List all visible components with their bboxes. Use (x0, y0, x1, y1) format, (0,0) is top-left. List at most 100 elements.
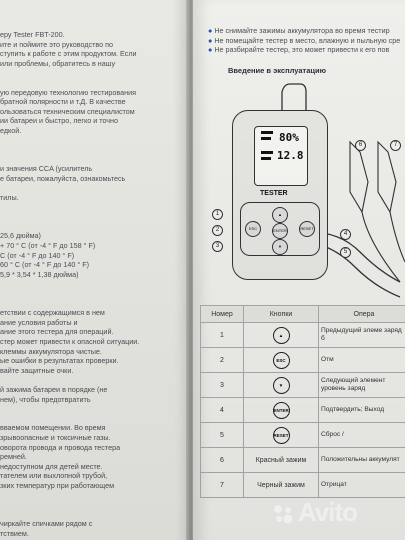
esc-button: ESC (245, 221, 261, 237)
row-description: Сброс / (318, 422, 405, 448)
left-page-line: 5,9 * 3,54 * 1,38 дюйма) (0, 269, 79, 279)
column-header: Номер (200, 305, 244, 323)
down-button: ▼ (272, 239, 288, 255)
left-page-line: зрывоопасные и токсичные газы. (0, 432, 111, 442)
row-description: Следующий элемент уровень заряд (318, 372, 405, 398)
callout-3: 3 (212, 241, 223, 252)
callout-4: 4 (340, 229, 351, 240)
row-number: 6 (200, 447, 244, 473)
row-key: Красный зажим (243, 447, 319, 473)
left-page-line: зких температур при работающем (0, 480, 115, 490)
left-page-line: + 70 ° C (от -4 ° F до 158 ° F) (0, 241, 96, 251)
table-row: 7 Черный зажим Отрицат (200, 472, 405, 498)
left-page-line (0, 375, 139, 385)
reset-button: RESET (299, 221, 315, 237)
left-page-line (0, 184, 139, 194)
left-page-line: чиркайте спичками рядом с (0, 519, 93, 529)
row-description: Подтвердить; Выход (318, 397, 405, 423)
table-row: 1 ▲ Предыдущий элеме заряд б (200, 322, 405, 348)
left-page-line: тствием. (0, 528, 29, 538)
lcd-bar (261, 157, 271, 160)
avito-watermark: Avito (298, 497, 358, 527)
left-page-line: ользоваться техническим специалистом (0, 106, 135, 116)
left-page-line: етствии с содержащимся в нем (0, 308, 105, 318)
row-number: 4 (200, 397, 244, 423)
left-page-line (0, 222, 139, 232)
lcd-bar (261, 151, 273, 154)
lcd-bar (261, 131, 273, 134)
buttons-table: Номер Кнопки Опера 1 ▲ Предыдущий элеме … (200, 305, 405, 498)
left-page-line: С (от -4 ° F до 140 ° F) (0, 250, 75, 260)
row-description: Предыдущий элеме заряд б (318, 322, 405, 348)
table-row: 2 ESC Отм (200, 347, 405, 373)
warning-item: ● Не помещайте тестер в место, влажную и… (208, 35, 401, 45)
left-page-line: ите и поймите это руководство по (0, 39, 114, 49)
warning-item: ● Не снимайте зажимы аккумулятора во вре… (208, 26, 390, 35)
left-page-line (0, 491, 139, 501)
left-page-line: тилы. (0, 193, 19, 203)
row-key: ESC (243, 347, 319, 373)
esc-icon: ESC (272, 351, 290, 369)
left-page-line: ую передовую технологию тестирования (0, 87, 137, 97)
left-page-line: и значения CCA (усилитель (0, 164, 93, 174)
row-description: Положительны аккумулят (318, 447, 405, 473)
reset-icon: RESET (272, 426, 290, 444)
table-header-row: Номер Кнопки Опера (200, 305, 405, 323)
left-page-line: оворота провода и провода тестера (0, 442, 121, 452)
warning-item: ● Не разбирайте тестер, это может привес… (208, 45, 390, 55)
left-page-text: еру Tester FBT-200.ите и поймите это рук… (0, 30, 139, 538)
row-key: ▼ (243, 372, 319, 398)
callout-2: 2 (212, 225, 223, 236)
button-pad: ESC ▲ ENTER ▼ RESET (240, 202, 320, 256)
table-row: 4 ENTER Подтвердить; Выход (200, 397, 405, 423)
tester-brand: TESTER (260, 190, 288, 197)
left-page-line (0, 414, 139, 424)
row-number: 3 (200, 372, 244, 398)
left-page-line (0, 78, 139, 88)
row-number: 2 (200, 347, 244, 373)
row-description: Отм (318, 347, 405, 373)
left-page-line: ание этого тестера для операций. (0, 327, 114, 337)
left-page-line: еру Tester FBT-200. (0, 30, 65, 39)
left-page-line (0, 500, 139, 510)
table-row: 5 RESET Сброс / (200, 422, 405, 448)
tester-device: 80% 12.8 TESTER ESC ▲ ENTER ▼ RESET (232, 110, 328, 280)
left-page-line: клеммы аккумулятора чистые. (0, 346, 102, 356)
left-page-line (0, 404, 139, 414)
left-page-line: вваемом помещении. Во время (0, 423, 106, 433)
left-page-line: стер может привести к опасной ситуации. (0, 337, 140, 346)
lcd-voltage: 12.8 (277, 149, 304, 162)
callout-7: 7 (390, 140, 401, 151)
row-description: Отрицат (318, 472, 405, 498)
left-page-line: 60 ° C (от -4 ° F до 140 ° F) (0, 260, 90, 270)
left-page-line (0, 203, 139, 213)
left-page-line (0, 299, 139, 309)
left-page-line: ание условия работы и (0, 317, 78, 327)
lcd-percent: 80% (279, 131, 299, 144)
left-page-line: нем), чтобы предотвратить (0, 394, 91, 404)
section-title: Введение в эксплуатацию (228, 66, 326, 75)
left-page-line (0, 289, 139, 299)
left-page-line: вайте защитные очки. (0, 365, 74, 375)
row-key: ▲ (243, 322, 319, 348)
column-header: Кнопки (243, 305, 319, 323)
table-row: 6 Красный зажим Положительны аккумулят (200, 447, 405, 473)
row-number: 1 (200, 322, 244, 348)
table-row: 3 ▼ Следующий элемент уровень заряд (200, 372, 405, 398)
left-page-line: или проблемы, обратитесь в нашу (0, 58, 116, 68)
enter-button: ENTER (272, 223, 288, 239)
up-button: ▲ (272, 207, 288, 223)
left-page-line: ступить к работе с этим продуктом. Если (0, 49, 137, 59)
up-arrow-icon: ▲ (272, 326, 290, 344)
callout-1: 1 (212, 209, 223, 220)
left-page-line: недоступном для детей месте. (0, 461, 103, 471)
row-number: 7 (200, 472, 244, 498)
lcd-bar (261, 137, 271, 140)
left-page-line: ремней. (0, 452, 27, 462)
avito-logo-icon (274, 505, 293, 524)
left-page-line: й зажима батареи в порядке (не (0, 384, 108, 394)
column-header: Опера (318, 305, 405, 323)
left-page-line: ии батареи и быстро, легко и точно (0, 116, 119, 126)
left-page-line (0, 68, 139, 78)
